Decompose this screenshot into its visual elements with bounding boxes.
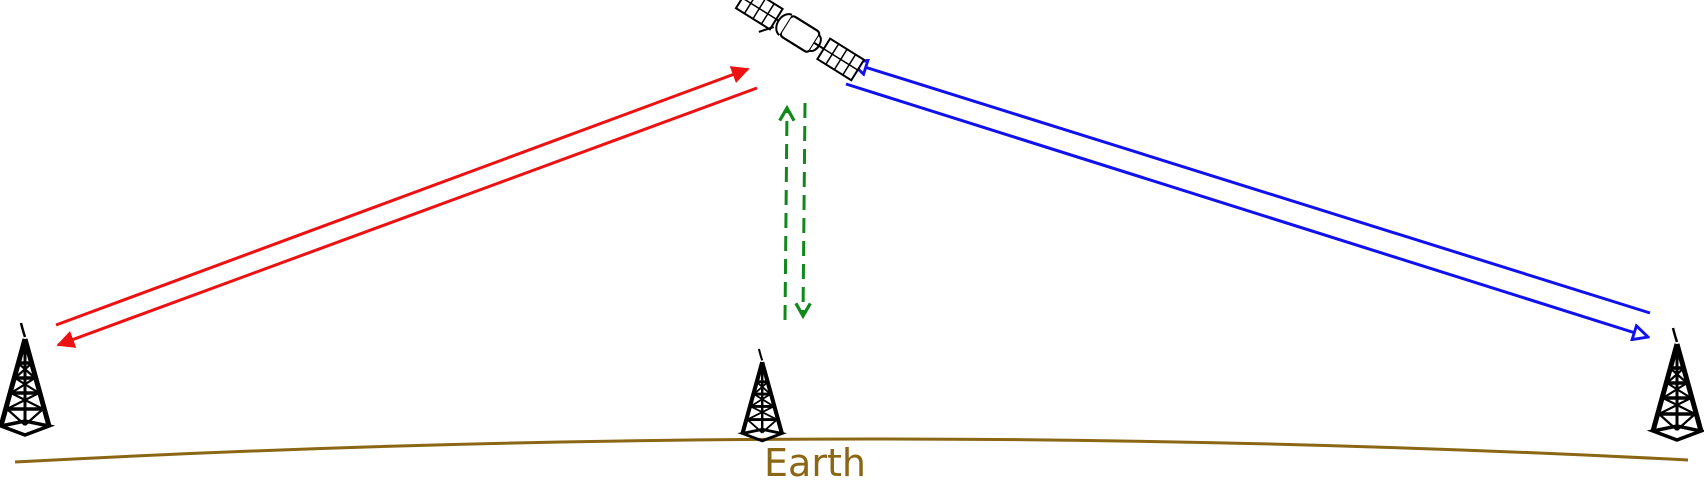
right-uplink-arrow [852,63,1651,315]
center-downlink-arrow [794,102,812,320]
right-downlink-arrow [845,82,1648,337]
left-downlink-arrow [56,86,758,348]
earth-surface [14,437,1689,464]
left-tower-icon [1,323,49,435]
center-uplink-arrow [778,104,796,321]
left-uplink-arrow [55,66,750,327]
satellite-icon [734,0,866,82]
earth-label: Earth [764,441,866,485]
right-tower-icon [1653,328,1701,440]
center-tower-icon [743,349,782,441]
